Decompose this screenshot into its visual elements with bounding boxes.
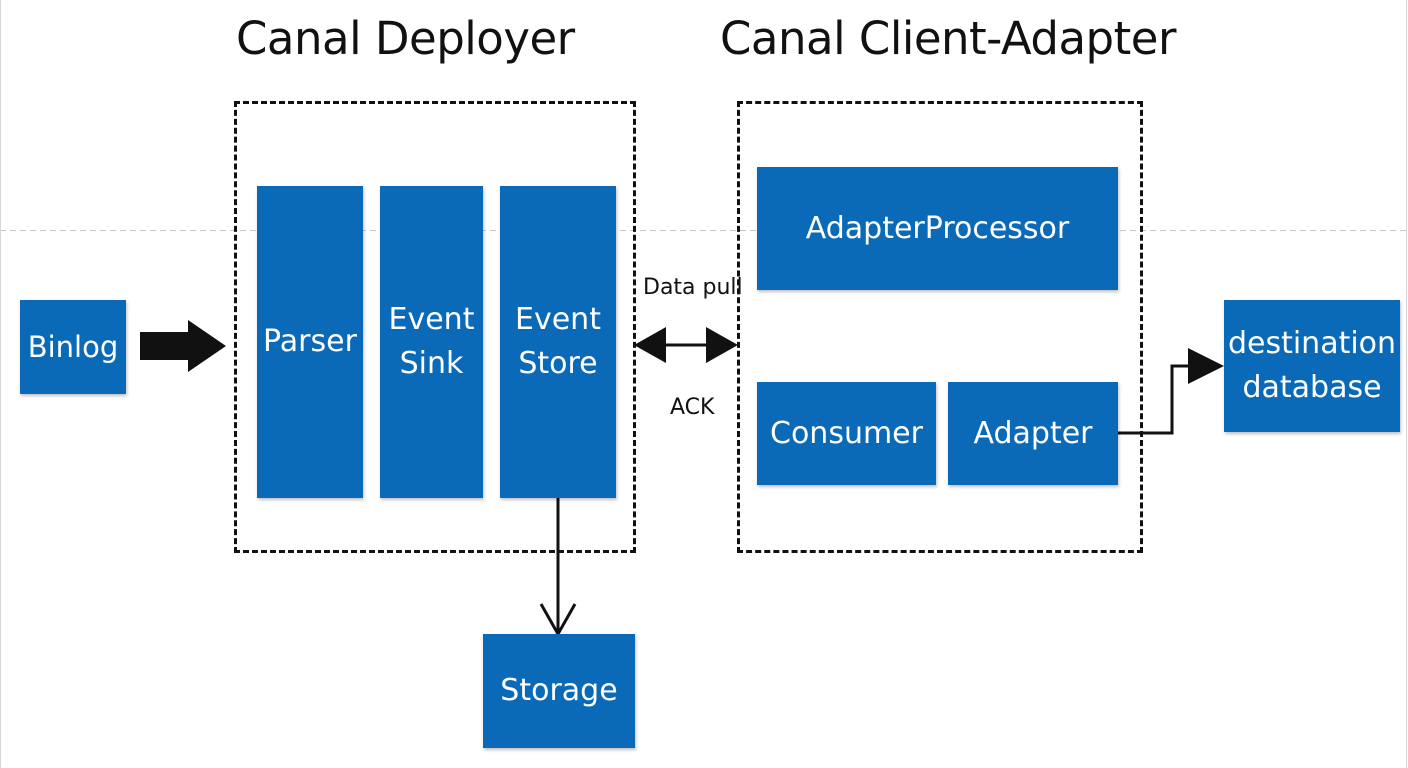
client-adapter-title: Canal Client-Adapter — [720, 12, 1176, 65]
data-pull-ack-arrowhead-left — [634, 327, 666, 363]
consumer-node: Consumer — [757, 382, 936, 485]
ack-label: ACK — [670, 395, 715, 420]
storage-node: Storage — [483, 634, 635, 748]
event-sink-node: Event Sink — [380, 186, 483, 498]
right-border-line — [1406, 0, 1407, 768]
event-store-to-storage-arrowhead — [539, 603, 577, 638]
deployer-title: Canal Deployer — [236, 12, 575, 65]
destination-database-node: destination database — [1224, 300, 1400, 432]
binlog-to-parser-arrow — [140, 320, 226, 372]
horizontal-guide-line — [0, 230, 1408, 231]
adapter-node: Adapter — [948, 382, 1118, 485]
adapter-to-destination-arrowhead — [1188, 348, 1224, 384]
binlog-node: Binlog — [20, 300, 126, 394]
client-adapter-group-box — [737, 101, 1143, 553]
data-pull-ack-arrowhead-right — [706, 327, 738, 363]
adapter-processor-node: AdapterProcessor — [757, 167, 1118, 290]
data-pull-label: Data pull — [643, 275, 743, 300]
event-store-node: Event Store — [500, 186, 616, 498]
left-border-line — [0, 0, 1, 768]
parser-node: Parser — [257, 186, 363, 498]
